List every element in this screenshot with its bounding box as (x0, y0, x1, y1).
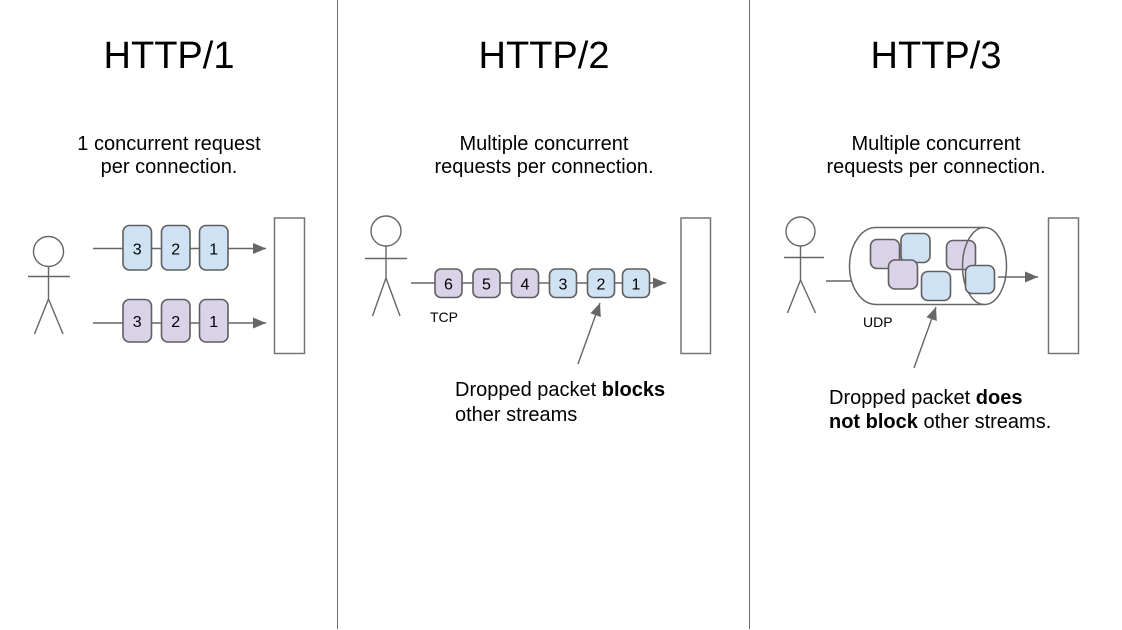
packet-number: 3 (559, 277, 568, 294)
caption-text: Dropped packet (455, 379, 602, 401)
caption-bold-text: does (975, 387, 1023, 409)
udp-label: UDP (863, 314, 893, 330)
http3-dropped-packet-pointer-arrow (913, 306, 937, 369)
http1-stream2-packet-1 (198, 298, 229, 343)
http2-packet-6 (434, 268, 463, 299)
http1-stream2-packet-2 (160, 298, 191, 343)
subtitle-line: Multiple concurrent (851, 133, 1021, 155)
http1-stream1-packet-3 (122, 224, 153, 271)
http3-tube-packet-blue-3 (964, 264, 996, 295)
udp-tube-opening (961, 226, 1008, 306)
http2-client-stick-figure (365, 215, 407, 317)
packet-number: 3 (133, 242, 142, 259)
tcp-label: TCP (430, 309, 458, 325)
caption-bold-text: blocks (601, 379, 666, 401)
packet-number: 2 (597, 277, 606, 294)
caption-text: other streams. (917, 411, 1052, 433)
http2-packet-2 (586, 268, 616, 299)
http3-tube-packet-purple-3 (945, 239, 977, 271)
stick-figure-body (784, 246, 824, 314)
http2-packet-3 (548, 268, 578, 299)
http3-title: HTTP/3 (870, 35, 1002, 77)
http3-server-box (1047, 217, 1080, 355)
packet-number: 1 (209, 314, 218, 331)
http2-packet-1 (621, 268, 651, 299)
http3-tube-packet-blue-1 (900, 232, 931, 264)
http1-diagram: 3 2 1 3 2 1 (28, 217, 306, 355)
packet-number: 1 (209, 242, 218, 259)
packet-number: 4 (521, 277, 530, 294)
http2-packet-4 (510, 268, 540, 299)
caption-line: Dropped packet does (829, 386, 1051, 410)
http1-stream1-packet-1 (198, 224, 229, 271)
http2-server-box (680, 217, 712, 355)
http1-title: HTTP/1 (103, 35, 235, 77)
subtitle-line: 1 concurrent request (77, 133, 261, 155)
http1-subtitle: 1 concurrent request per connection. (0, 133, 338, 179)
caption-text: Dropped packet (829, 387, 976, 409)
http2-diagram: 6 5 4 3 2 1 TCP (365, 215, 712, 365)
http2-subtitle: Multiple concurrent requests per connect… (338, 133, 750, 179)
http1-stream2-packet-3 (122, 298, 153, 343)
http3-diagram: UDP (784, 216, 1080, 369)
http1-stream1-packet-2 (160, 224, 191, 271)
http3-dropped-packet-caption: Dropped packet does not block other stre… (829, 386, 1051, 434)
stick-figure-body (28, 266, 70, 335)
http2-dropped-packet-pointer-arrow (577, 302, 601, 365)
caption-line: not block other streams. (829, 410, 1051, 434)
http1-server-box (273, 217, 306, 355)
subtitle-line: requests per connection. (434, 156, 654, 178)
packet-number: 5 (482, 277, 491, 294)
caption-line: Dropped packet blocks (455, 378, 665, 403)
http3-tube-packet-blue-2 (920, 270, 952, 302)
stick-figure-head (32, 235, 65, 268)
packet-number: 3 (133, 314, 142, 331)
http3-subtitle: Multiple concurrent requests per connect… (750, 133, 1122, 179)
http2-packet-5 (472, 268, 501, 299)
http3-client-stick-figure (784, 216, 824, 314)
http2-title: HTTP/2 (478, 35, 610, 77)
http2-dropped-packet-caption: Dropped packet blocks other streams (455, 378, 665, 428)
stick-figure-head (370, 215, 402, 247)
stick-figure-head (785, 216, 816, 247)
http3-tube-packet-purple-2 (887, 259, 919, 290)
packet-number: 6 (444, 277, 453, 294)
packet-number: 2 (171, 242, 180, 259)
subtitle-line: Multiple concurrent (459, 133, 629, 155)
caption-line: other streams (455, 403, 665, 428)
http1-client-stick-figure (28, 235, 70, 335)
packet-number: 1 (632, 277, 641, 294)
subtitle-line: requests per connection. (826, 156, 1046, 178)
stick-figure-body (365, 246, 407, 317)
subtitle-line: per connection. (100, 156, 238, 178)
caption-text: other streams (455, 404, 578, 426)
caption-bold-text: not block (829, 411, 918, 433)
udp-tube-body (848, 226, 984, 306)
packet-number: 2 (171, 314, 180, 331)
